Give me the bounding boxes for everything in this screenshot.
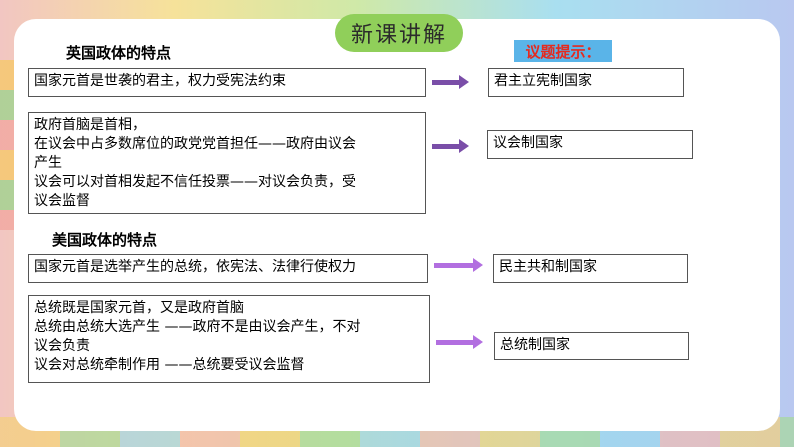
us-feature-2-line: 总统既是国家元首，又是政府首脑 [34, 300, 244, 316]
uk-section-title: 英国政体的特点 [66, 44, 172, 62]
us-feature-box-2: 总统既是国家元首，又是政府首脑 总统由总统大选产生 ——政府不是由议会产生，不对… [28, 295, 430, 383]
us-result-1: 民主共和制国家 [499, 259, 597, 275]
us-feature-2-line: 议会对总统牵制作用 ——总统要受议会监督 [34, 357, 305, 373]
us-feature-box-1: 国家元首是选举产生的总统，依宪法、法律行使权力 [28, 254, 428, 283]
uk-result-box-2: 议会制国家 [487, 130, 693, 159]
uk-result-1: 君主立宪制国家 [494, 73, 592, 89]
uk-result-2: 议会制国家 [493, 135, 563, 151]
uk-feature-box-1: 国家元首是世袭的君主，权力受宪法约束 [28, 68, 426, 97]
left-decoration [0, 60, 14, 230]
us-result-2: 总统制国家 [500, 337, 570, 353]
uk-feature-2-line: 议会监督 [34, 193, 90, 209]
arrow-right-icon [432, 75, 469, 89]
uk-feature-2-line: 在议会中占多数席位的政党党首担任——政府由议会 [34, 136, 356, 152]
uk-feature-box-2: 政府首脑是首相， 在议会中占多数席位的政党党首担任——政府由议会 产生 议会可以… [28, 112, 426, 214]
uk-result-box-1: 君主立宪制国家 [488, 68, 684, 97]
uk-feature-2-line: 产生 [34, 155, 62, 171]
us-feature-1-line: 国家元首是选举产生的总统，依宪法、法律行使权力 [34, 259, 356, 275]
uk-feature-2-line: 政府首脑是首相， [34, 117, 146, 133]
page-title: 新课讲解 [350, 23, 447, 48]
hint-badge: 议题提示： [514, 40, 612, 62]
us-section-title: 美国政体的特点 [52, 231, 158, 249]
us-feature-2-line: 议会负责 [34, 338, 90, 354]
us-result-box-2: 总统制国家 [494, 332, 689, 360]
uk-feature-1-line: 国家元首是世袭的君主，权力受宪法约束 [34, 73, 286, 89]
arrow-right-icon [434, 258, 483, 272]
header-pill: 新课讲解 [335, 14, 463, 52]
uk-feature-2-line: 议会可以对首相发起不信任投票——对议会负责，受 [34, 174, 356, 190]
us-feature-2-line: 总统由总统大选产生 ——政府不是由议会产生，不对 [34, 319, 361, 335]
arrow-right-icon [436, 335, 483, 349]
arrow-right-icon [432, 139, 469, 153]
us-result-box-1: 民主共和制国家 [493, 254, 688, 283]
